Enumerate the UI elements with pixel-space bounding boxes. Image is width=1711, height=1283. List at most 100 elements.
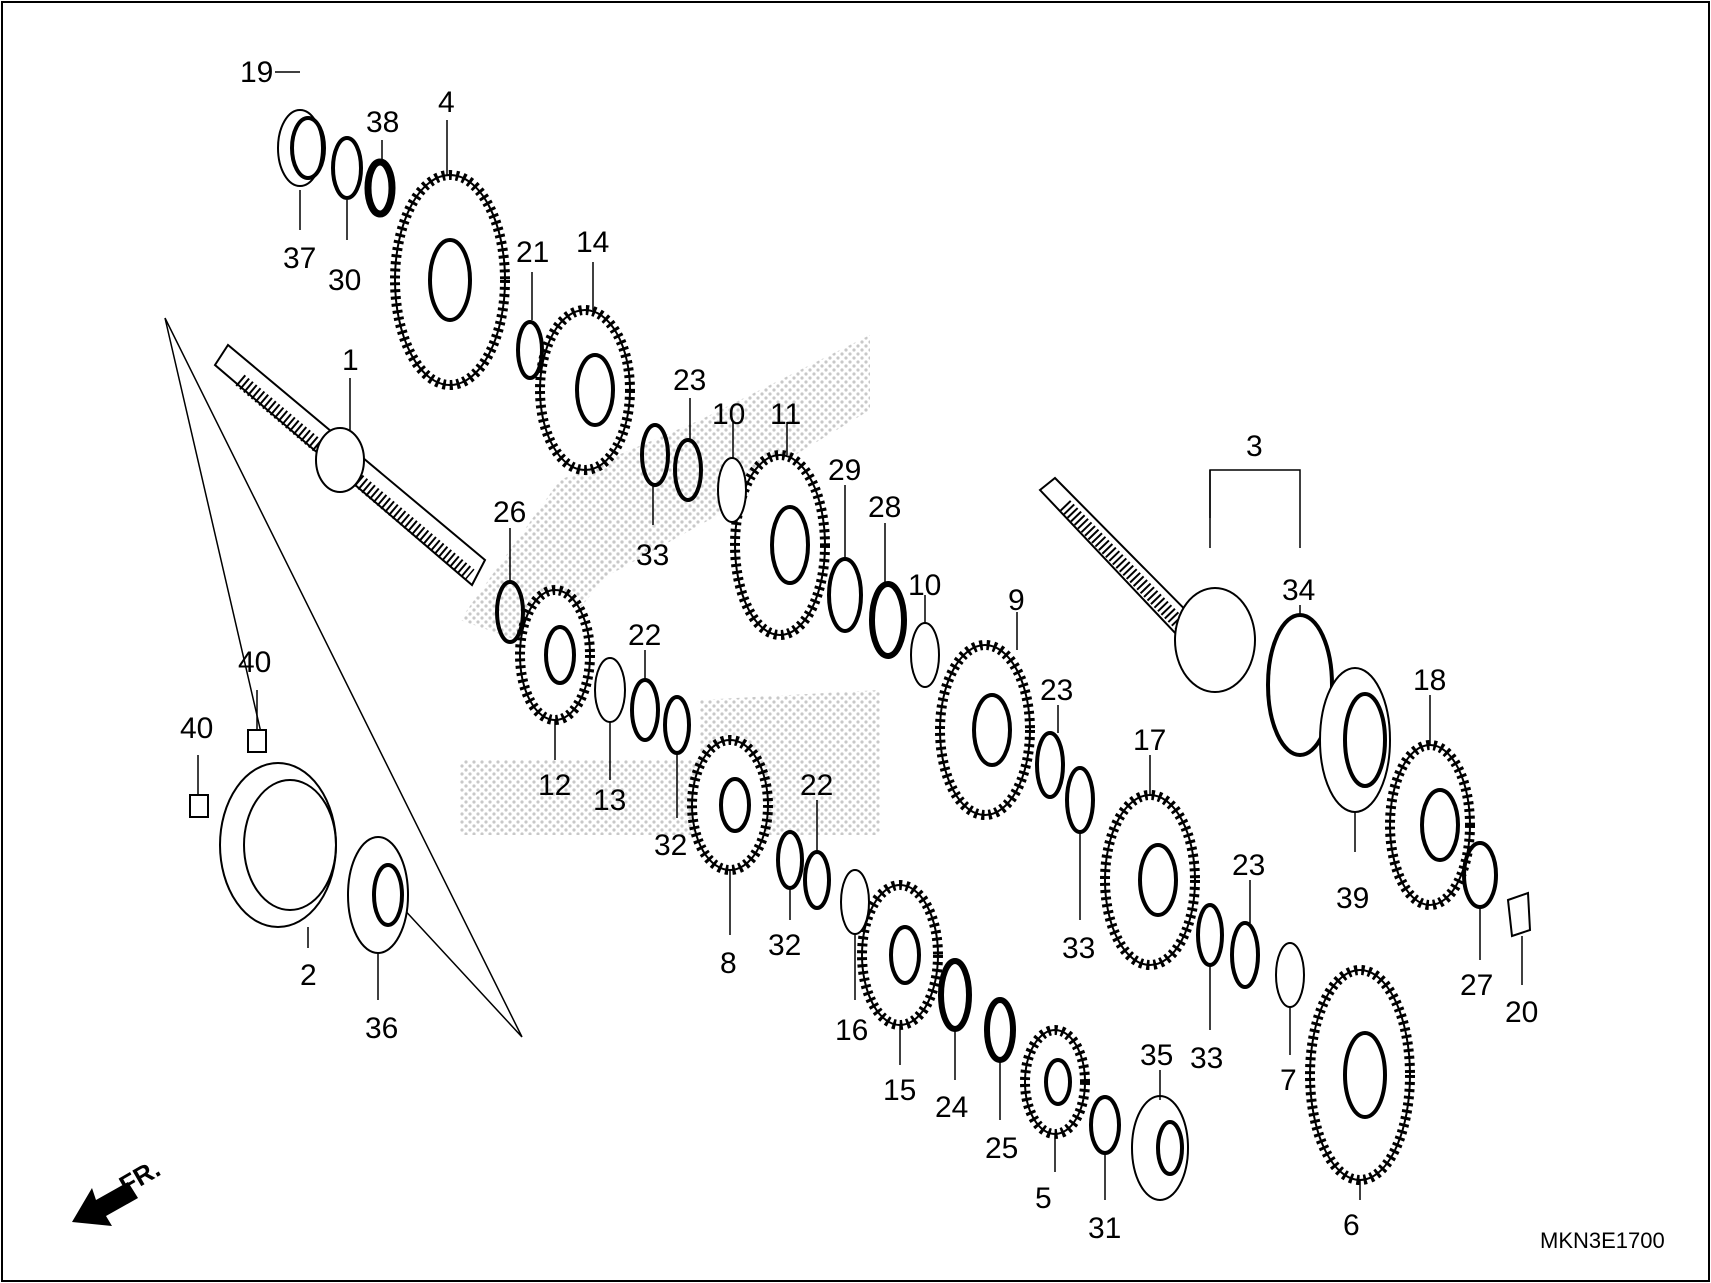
label-38: 38 [366,106,399,139]
mainshaft [213,343,487,587]
label-25: 25 [985,1132,1018,1165]
label-17: 17 [1133,724,1166,757]
bolt-20 [1506,891,1532,938]
clip-32b [776,830,804,890]
label-29: 29 [828,454,861,487]
label-23c: 23 [1232,849,1265,882]
gear-6 [1305,965,1415,1185]
label-34: 34 [1282,574,1315,607]
label-33c: 33 [1190,1042,1223,1075]
bearing-36 [347,836,409,954]
bearing-37 [277,109,326,187]
bearing-35 [1131,1095,1189,1201]
label-1: 1 [342,344,359,377]
label-31: 31 [1088,1212,1121,1245]
label-5: 5 [1035,1182,1052,1215]
label-35: 35 [1140,1039,1173,1072]
gear-9 [935,640,1035,820]
label-40b: 40 [180,712,213,745]
washer-22a [630,678,660,742]
bushing-16 [840,869,870,935]
label-15: 15 [883,1074,916,1107]
washer-28 [869,581,907,659]
label-4: 4 [438,86,455,119]
bolt-40a [247,729,267,753]
gear-11 [730,450,830,640]
bearing-holder-2 [219,762,337,928]
gear-4 [390,170,510,390]
front-direction-indicator: FR. [72,1153,165,1226]
washer-30 [331,136,363,200]
gear-8 [687,735,773,875]
part-number-labels: 19 38 4 37 30 21 14 1 23 10 11 29 28 26 … [180,56,1538,1245]
label-27: 27 [1460,969,1493,1002]
label-28: 28 [868,491,901,524]
clip-32a [663,695,691,755]
washer-23b [1035,731,1065,799]
label-24: 24 [935,1091,968,1124]
leader-lines [197,71,1523,1200]
label-12: 12 [538,769,571,802]
washer-23a [673,438,703,502]
washer-24 [938,958,972,1032]
label-22b: 22 [800,769,833,802]
gear-14 [535,305,635,475]
bushing-7 [1275,942,1305,1008]
label-9: 9 [1008,584,1025,617]
label-32b: 32 [768,929,801,962]
washer-29 [827,557,863,633]
bushing-10a [717,457,747,523]
clip-33a [640,423,670,487]
label-8: 8 [720,947,737,980]
label-37: 37 [283,242,316,275]
diagram-code: MKN3E1700 [1540,1228,1665,1253]
washer-27 [1462,841,1498,909]
gear-18 [1385,740,1475,910]
label-20: 20 [1505,996,1538,1029]
washer-25 [984,997,1016,1063]
countershaft [1038,476,1256,693]
bearing-39 [1319,667,1391,813]
label-39: 39 [1336,882,1369,915]
label-33b: 33 [1062,932,1095,965]
gear-5 [1020,1025,1090,1139]
label-18: 18 [1413,664,1446,697]
arrow-left-down-icon [72,1182,138,1226]
gear-12 [515,585,595,725]
label-40a: 40 [238,646,271,679]
washer-22b [803,850,831,910]
label-23b: 23 [1040,674,1073,707]
washer-23c [1230,921,1260,989]
clip-33c [1196,903,1224,967]
label-22a: 22 [628,619,661,652]
label-19: 19 [240,56,273,89]
brand-wing-watermark-icon [460,335,880,835]
label-21: 21 [516,236,549,269]
mainshaft-group-outline [164,317,523,1038]
bushing-10b [910,622,940,688]
label-36: 36 [365,1012,398,1045]
label-10: 10 [712,398,745,431]
clip-21 [516,320,544,380]
label-30: 30 [328,264,361,297]
label-13: 13 [593,784,626,817]
label-32a: 32 [654,829,687,862]
label-7: 7 [1280,1064,1297,1097]
bolt-40b [189,794,209,818]
label-2: 2 [300,959,317,992]
label-11: 11 [770,398,801,431]
gear-15 [857,880,943,1030]
label-26: 26 [493,496,526,529]
gear-17 [1100,790,1200,970]
label-10b: 10 [908,569,941,602]
label-16: 16 [835,1014,868,1047]
clip-33b [1065,766,1095,834]
label-23: 23 [673,364,706,397]
washer-31 [1089,1095,1121,1155]
label-6: 6 [1343,1209,1360,1242]
label-3: 3 [1246,430,1263,463]
label-14: 14 [576,226,609,259]
label-33a: 33 [636,539,669,572]
